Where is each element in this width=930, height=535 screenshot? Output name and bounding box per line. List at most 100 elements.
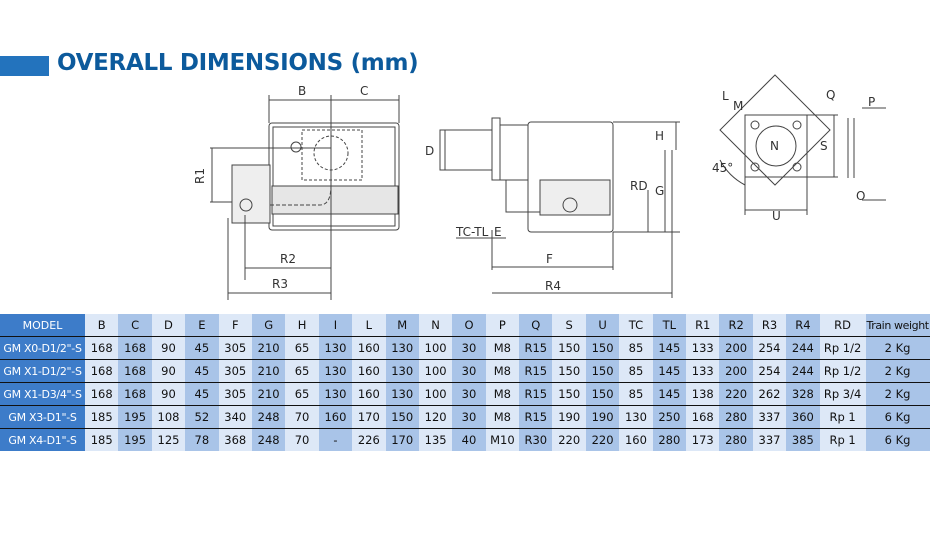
value-cell: 220	[585, 428, 620, 451]
value-cell: 150	[385, 405, 419, 429]
value-cell: 65	[285, 382, 319, 406]
value-cell: 190	[552, 405, 586, 429]
label-H: H	[655, 129, 664, 143]
value-cell: 190	[585, 405, 620, 429]
value-cell: 70	[285, 405, 319, 429]
value-cell: 120	[418, 405, 453, 429]
value-cell: 85	[619, 336, 653, 360]
value-cell: 130	[318, 336, 353, 360]
label-TC-TL: TC-TL	[455, 225, 489, 239]
value-cell: 150	[552, 359, 586, 383]
column-header: Train weight	[865, 314, 930, 337]
value-cell: R30	[519, 428, 553, 451]
value-cell: 78	[185, 428, 219, 451]
column-header: MODEL	[0, 314, 85, 337]
column-header: O	[452, 314, 486, 337]
column-header: R2	[719, 314, 753, 337]
value-cell: 90	[151, 359, 186, 383]
column-header: E	[185, 314, 219, 337]
title-accent-bar	[0, 56, 49, 76]
value-cell: 305	[218, 382, 252, 406]
value-cell: 305	[218, 336, 252, 360]
value-cell: 65	[285, 359, 319, 383]
value-cell: 160	[352, 359, 386, 383]
column-header: G	[251, 314, 286, 337]
value-cell: 100	[418, 336, 453, 360]
value-cell: 90	[151, 382, 186, 406]
value-cell: 248	[251, 428, 286, 451]
value-cell: 85	[619, 359, 653, 383]
column-header: L	[352, 314, 386, 337]
label-R2: R2	[280, 252, 296, 266]
column-header: U	[585, 314, 620, 337]
model-cell: GM X3-D1"-S	[0, 405, 85, 429]
value-cell: 160	[619, 428, 653, 451]
value-cell: M8	[485, 336, 520, 360]
value-cell: 254	[752, 336, 787, 360]
value-cell: 150	[552, 382, 586, 406]
value-cell: 30	[452, 382, 486, 406]
value-cell: 168	[686, 405, 720, 429]
flange-view-drawing	[719, 74, 886, 215]
front-view-drawing	[210, 95, 400, 300]
label-E: E	[494, 225, 502, 239]
value-cell: R15	[519, 405, 553, 429]
value-cell: 2 Kg	[865, 336, 930, 360]
value-cell: 70	[285, 428, 319, 451]
column-header: RD	[819, 314, 866, 337]
value-cell: 145	[652, 359, 687, 383]
value-cell: 100	[418, 359, 453, 383]
value-cell: 52	[185, 405, 219, 429]
value-cell: Rp 1/2	[819, 359, 866, 383]
value-cell: 130	[619, 405, 653, 429]
value-cell: 360	[786, 405, 820, 429]
value-cell: 150	[585, 359, 620, 383]
label-Q: Q	[826, 88, 835, 102]
value-cell: R15	[519, 359, 553, 383]
column-header: R4	[786, 314, 820, 337]
value-cell: 130	[318, 359, 353, 383]
value-cell: -	[318, 428, 353, 451]
value-cell: M8	[485, 359, 520, 383]
value-cell: 195	[118, 405, 152, 429]
value-cell: 100	[418, 382, 453, 406]
value-cell: 210	[251, 359, 286, 383]
value-cell: 170	[352, 405, 386, 429]
column-header: R3	[752, 314, 787, 337]
value-cell: 168	[85, 382, 119, 406]
column-header: M	[385, 314, 419, 337]
value-cell: 30	[452, 359, 486, 383]
side-view-drawing	[439, 117, 680, 298]
value-cell: Rp 1/2	[819, 336, 866, 360]
model-cell: GM X0-D1/2"-S	[0, 336, 85, 360]
label-C: C	[360, 84, 368, 98]
value-cell: 125	[151, 428, 186, 451]
label-G: G	[655, 184, 664, 198]
value-cell: 244	[786, 359, 820, 383]
value-cell: 133	[686, 359, 720, 383]
value-cell: 133	[686, 336, 720, 360]
value-cell: 168	[85, 336, 119, 360]
value-cell: 138	[686, 382, 720, 406]
value-cell: 200	[719, 336, 753, 360]
value-cell: R15	[519, 382, 553, 406]
label-angle: 45°	[712, 161, 733, 175]
value-cell: M8	[485, 382, 520, 406]
value-cell: 160	[352, 382, 386, 406]
column-header: B	[85, 314, 119, 337]
column-header: N	[418, 314, 453, 337]
value-cell: 130	[385, 382, 419, 406]
label-U: U	[772, 209, 781, 223]
label-RD: RD	[630, 179, 648, 193]
column-header: R1	[686, 314, 720, 337]
column-header: P	[485, 314, 520, 337]
value-cell: 385	[786, 428, 820, 451]
value-cell: 368	[218, 428, 252, 451]
value-cell: 210	[251, 382, 286, 406]
value-cell: 337	[752, 405, 787, 429]
value-cell: Rp 1	[819, 405, 866, 429]
